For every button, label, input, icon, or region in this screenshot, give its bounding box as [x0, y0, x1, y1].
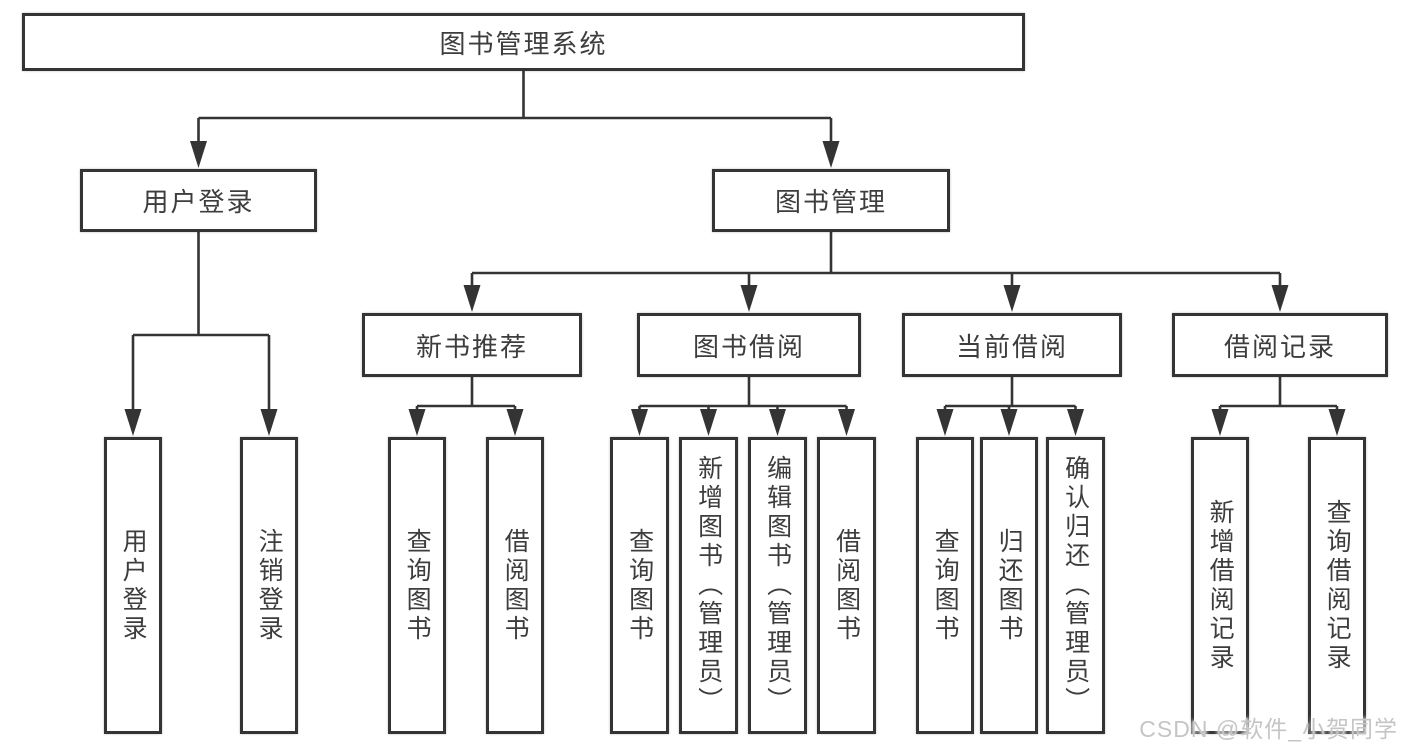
- node-label: 用户登录: [142, 187, 255, 217]
- node-label: 编辑图书（管理员）: [763, 455, 792, 716]
- node-label: 查询借阅记录: [1323, 498, 1352, 673]
- node-leaf-query-books-borrow: 查询图书: [610, 437, 669, 734]
- node-leaf-query-borrow-record: 查询借阅记录: [1308, 437, 1366, 734]
- node-label: 新书推荐: [415, 331, 528, 362]
- node-leaf-query-books-current: 查询图书: [916, 437, 974, 734]
- node-leaf-query-books-recommend: 查询图书: [388, 437, 446, 734]
- node-label: 图书管理系统: [439, 28, 608, 59]
- node-leaf-borrow-books-recommend: 借阅图书: [486, 437, 544, 734]
- node-leaf-borrow-books: 借阅图书: [817, 437, 876, 734]
- node-label: 图书管理: [774, 187, 887, 217]
- node-label: 借阅记录: [1223, 331, 1336, 362]
- node-label: 借阅图书: [501, 527, 530, 644]
- node-user-login-branch: 用户登录: [80, 169, 317, 232]
- node-leaf-return-books: 归还图书: [980, 437, 1038, 734]
- node-label: 归还图书: [995, 527, 1024, 644]
- node-book-borrow: 图书借阅: [637, 313, 861, 377]
- node-label: 借阅图书: [832, 527, 861, 644]
- csdn-watermark: CSDN @软件_小贺同学: [1139, 716, 1398, 742]
- node-leaf-logout: 注销登录: [240, 437, 298, 734]
- node-library-management-system: 图书管理系统: [22, 13, 1025, 71]
- node-label: 查询图书: [403, 527, 432, 644]
- node-label: 用户登录: [119, 527, 148, 644]
- node-label: 确认归还（管理员）: [1061, 455, 1090, 716]
- node-leaf-confirm-return-admin: 确认归还（管理员）: [1046, 437, 1105, 734]
- node-leaf-edit-books-admin: 编辑图书（管理员）: [748, 437, 807, 734]
- node-label: 注销登录: [255, 527, 284, 644]
- node-label: 查询图书: [625, 527, 654, 644]
- node-current-borrow: 当前借阅: [902, 313, 1122, 377]
- node-leaf-add-borrow-record: 新增借阅记录: [1191, 437, 1249, 734]
- node-borrow-records: 借阅记录: [1172, 313, 1388, 377]
- node-label: 查询图书: [931, 527, 960, 644]
- node-leaf-add-books-admin: 新增图书（管理员）: [679, 437, 738, 734]
- node-label: 图书借阅: [692, 331, 805, 362]
- node-label: 新增借阅记录: [1206, 498, 1235, 673]
- node-label: 当前借阅: [955, 331, 1068, 362]
- node-new-book-recommend: 新书推荐: [362, 313, 582, 377]
- node-book-management-branch: 图书管理: [712, 169, 950, 232]
- node-label: 新增图书（管理员）: [694, 455, 723, 716]
- node-leaf-user-login: 用户登录: [104, 437, 162, 734]
